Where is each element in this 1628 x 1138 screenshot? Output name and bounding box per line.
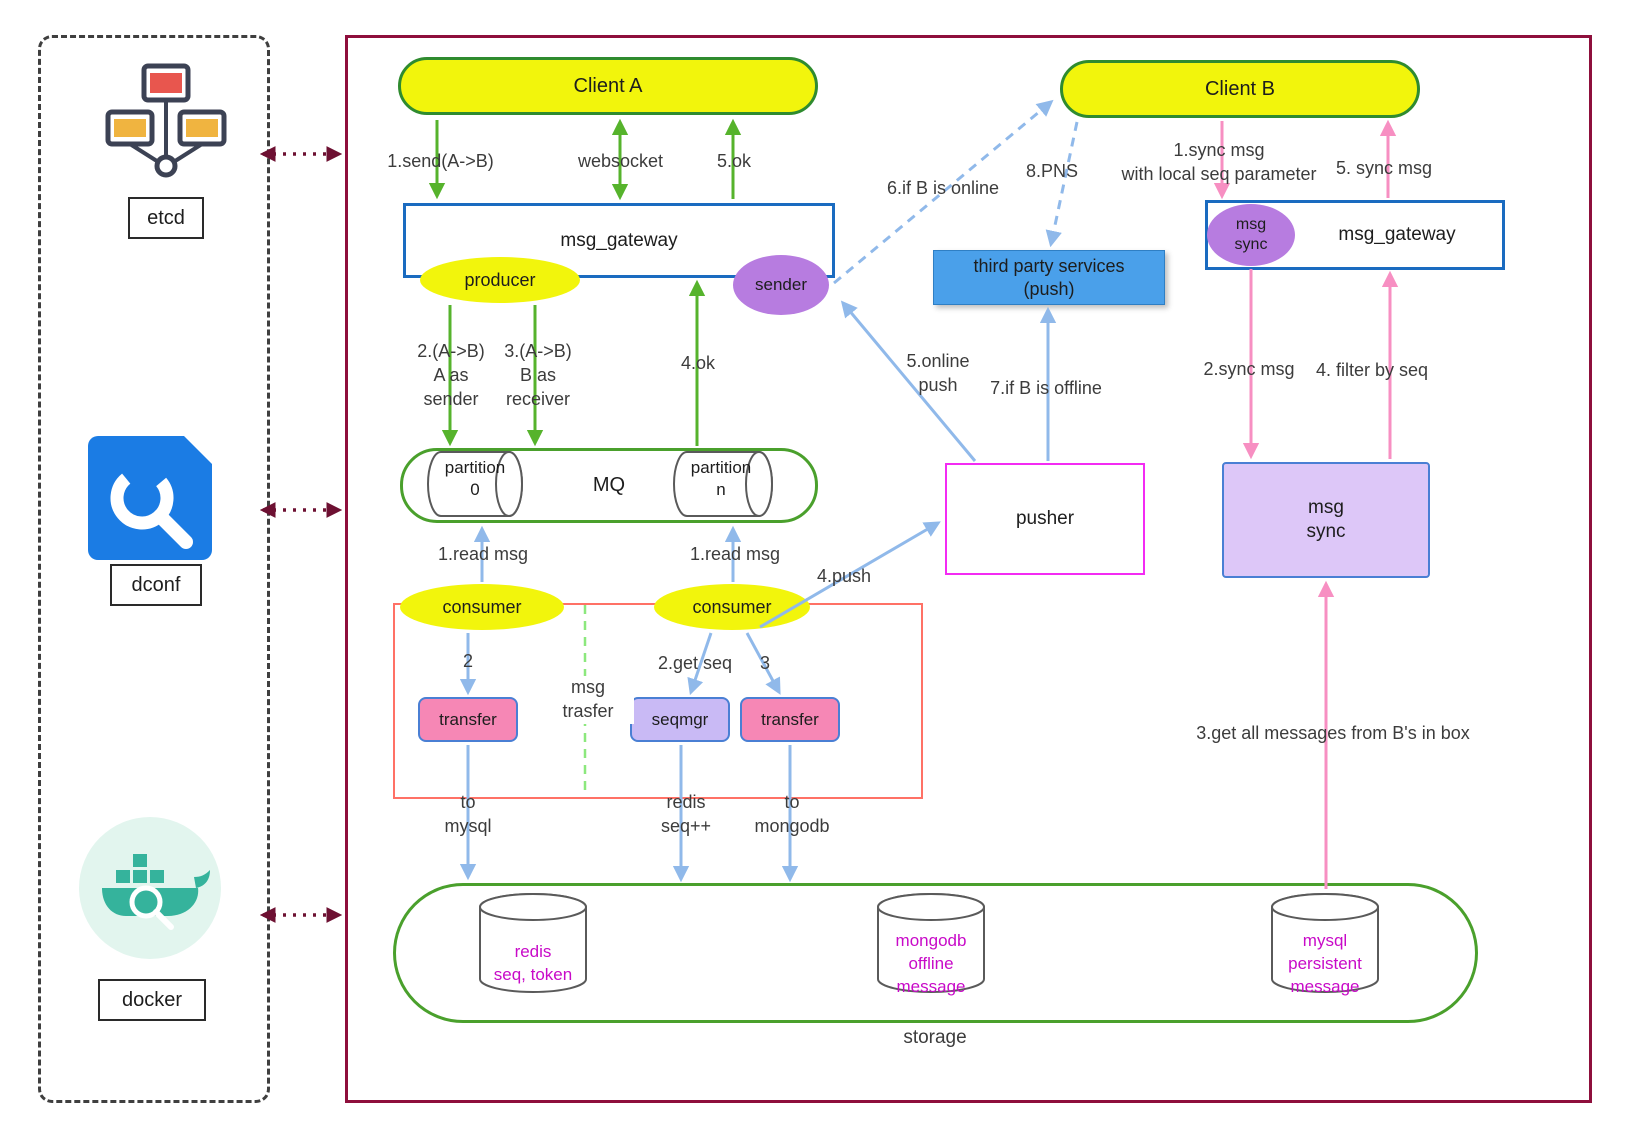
- edge-label-read-msg-right: 1.read msg: [689, 544, 781, 564]
- etcd-label-text: etcd: [147, 206, 185, 229]
- edge-label-sync-msg-2: 2.sync msg: [1203, 359, 1295, 379]
- edge-label-to-mongodb: to mongodb: [754, 792, 830, 836]
- edge-label-b-as-receiver: 3.(A->B) B as receiver: [504, 341, 572, 409]
- edge-label-websocket: websocket: [577, 151, 664, 171]
- client-a-node: Client A: [398, 57, 818, 115]
- msg-sync-ellipse-label: msg sync: [1234, 216, 1268, 253]
- mongodb-label: mongodb offline message: [895, 931, 967, 996]
- transfer-left-label: transfer: [439, 709, 497, 729]
- sender-node: sender: [733, 255, 829, 315]
- pusher-node: pusher: [945, 463, 1145, 575]
- edge-label-online-push: 5.online push: [906, 351, 970, 395]
- edge-label-send: 1.send(A->B): [387, 151, 494, 171]
- pusher-label: pusher: [1015, 508, 1075, 530]
- main-panel: [345, 35, 1592, 1103]
- edge-label-redis-seq: redis seq++: [660, 792, 712, 836]
- client-b-label: Client B: [1204, 77, 1276, 100]
- storage-label: storage: [903, 1027, 967, 1048]
- edge-label-sync-msg-1: 1.sync msg with local seq parameter: [1121, 140, 1317, 184]
- docker-label-text: docker: [121, 988, 183, 1011]
- edge-label-if-b-offline: 7.if B is offline: [990, 378, 1102, 398]
- client-a-label: Client A: [573, 74, 643, 97]
- transfer-right-label: transfer: [761, 709, 819, 729]
- edge-label-to-mysql: to mysql: [444, 792, 492, 836]
- dconf-label: dconf: [110, 564, 202, 606]
- consumer-right-label: consumer: [692, 596, 772, 617]
- docker-icon: [79, 817, 221, 959]
- consumer-left-label: consumer: [442, 596, 522, 617]
- sender-label: sender: [755, 275, 807, 295]
- edge-label-get-all: 3.get all messages from B's in box: [1196, 723, 1470, 743]
- edge-label-msg-trasfer: msg trasfer: [542, 676, 634, 724]
- consumer-left-node: consumer: [400, 584, 564, 630]
- msg-gateway-right-label: msg_gateway: [1338, 224, 1456, 246]
- edge-label-sync-msg-5: 5. sync msg: [1335, 158, 1433, 178]
- etcd-label: etcd: [128, 197, 204, 239]
- sidebar-panel: [38, 35, 270, 1103]
- edge-label-pns: 8.PNS: [1025, 161, 1079, 181]
- dconf-icon: [88, 436, 212, 560]
- mysql-label: mysql persistent message: [1288, 931, 1362, 996]
- msg-sync-box-label: msg sync: [1306, 497, 1346, 542]
- msg-sync-ellipse-node: msg sync: [1207, 204, 1295, 266]
- producer-label: producer: [464, 269, 536, 290]
- transfer-left-node: transfer: [418, 697, 518, 742]
- edge-label-step3: 3: [759, 653, 770, 673]
- edge-label-push4: 4.push: [816, 566, 872, 586]
- dconf-label-text: dconf: [131, 573, 181, 596]
- msg-gateway-left-label: msg_gateway: [560, 229, 678, 251]
- consumer-right-node: consumer: [654, 584, 810, 630]
- third-party-services-node: third party services (push): [933, 250, 1165, 305]
- edge-label-filter-by-seq: 4. filter by seq: [1315, 360, 1429, 380]
- edge-label-get-seq: 2.get seq: [657, 653, 733, 673]
- seqmgr-label: seqmgr: [651, 709, 709, 729]
- redis-label: redis seq, token: [493, 942, 573, 984]
- producer-node: producer: [420, 257, 580, 303]
- edge-label-ok4: 4.ok: [680, 353, 716, 373]
- edge-label-step2: 2: [462, 651, 473, 671]
- docker-label: docker: [98, 979, 206, 1021]
- edge-label-if-b-online: 6.if B is online: [886, 178, 1000, 198]
- edge-label-ok5: 5.ok: [716, 151, 752, 171]
- partition-n-label: partition n: [690, 458, 752, 500]
- partition-0-label: partition 0: [444, 458, 506, 500]
- third-party-services-label: third party services (push): [973, 256, 1125, 299]
- etcd-icon: [105, 63, 227, 178]
- edge-label-read-msg-left: 1.read msg: [437, 544, 529, 564]
- transfer-right-node: transfer: [740, 697, 840, 742]
- msg-sync-box-node: msg sync: [1222, 462, 1430, 578]
- mq-label: MQ: [592, 474, 626, 496]
- seqmgr-node: seqmgr: [630, 697, 730, 742]
- client-b-node: Client B: [1060, 60, 1420, 118]
